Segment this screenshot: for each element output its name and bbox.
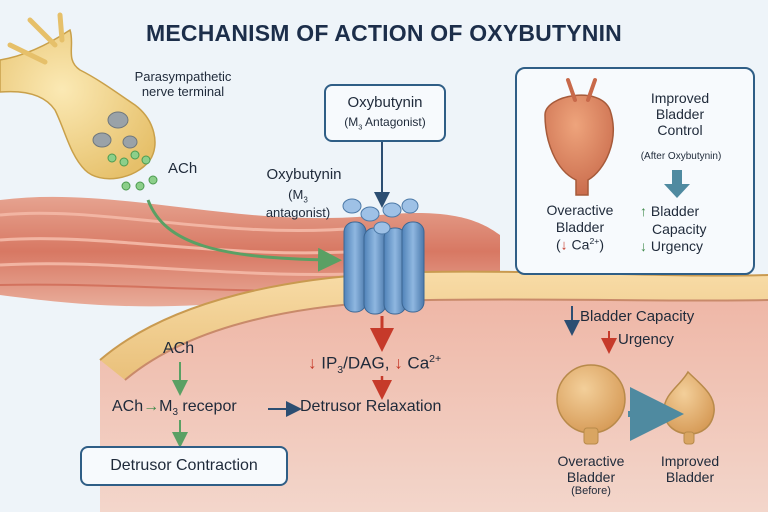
panel-urgency: Urgency: [650, 238, 704, 254]
detrusor-contraction-box: Detrusor Contraction: [80, 446, 288, 486]
down-arrow-icon: ↓: [640, 238, 647, 254]
nerve-terminal-label: Parasympathetic nerve terminal: [112, 69, 254, 100]
calcium-superscript: 2+: [429, 353, 442, 365]
oxybutynin-side-line2: (M3: [258, 187, 338, 205]
improved-line1: Improved: [650, 90, 710, 106]
oxybutynin-box-role: (M3 Antagonist): [326, 115, 444, 132]
role-subscript: 3: [358, 122, 363, 132]
down-arrow-icon: ↓: [394, 353, 403, 373]
capacity-line2: Capacity: [652, 220, 707, 237]
nerve-label-line1: Parasympathetic: [134, 69, 232, 84]
up-arrow-icon: ↑: [640, 203, 647, 219]
receptor-subscript: 3: [172, 407, 178, 419]
right-arrow-icon: →: [143, 398, 160, 415]
panel-calcium-superscript: 2+: [589, 235, 600, 246]
panel-paren-close: ): [599, 236, 605, 253]
role-suffix: Antagonist): [362, 115, 426, 129]
oxybutynin-box-name: Oxybutynin: [347, 94, 423, 111]
ach-row-label: ACh: [112, 398, 144, 415]
calcium-label: Ca: [407, 353, 430, 373]
role-prefix: (M: [344, 115, 359, 129]
after-oxybutynin-note: (After Oxybutynin): [640, 151, 722, 162]
page-title: MECHANISM OF ACTION OF OXYBUTYNIN: [146, 20, 622, 46]
receptor-suffix: recepor: [177, 398, 237, 415]
before-line2: Bladder: [566, 469, 616, 486]
side-prefix: (M: [288, 187, 304, 202]
panel-calcium: Ca: [571, 236, 590, 253]
side-subscript: 3: [303, 195, 308, 205]
down-arrow-icon: ↓: [308, 353, 317, 373]
before-note: (Before): [571, 485, 611, 498]
receptor-prefix: M: [159, 398, 173, 415]
detrusor-relaxation: Detrusor Relaxation: [300, 398, 442, 415]
improved-bladder-label: Improved Bladder: [642, 453, 738, 485]
nerve-label-line2: nerve terminal: [141, 83, 225, 99]
improved-control-label: Improved Bladder Control: [630, 90, 730, 138]
improved-bladder-line1: Improved: [660, 453, 720, 469]
overactive-line2: Bladder: [555, 218, 605, 235]
before-line1: Overactive: [557, 453, 625, 469]
panel-overactive-label: Overactive Bladder (↓ Ca2+): [528, 202, 632, 253]
before-bladder-label: Overactive Bladder (Before): [538, 453, 644, 498]
lower-urgency-label: Urgency: [618, 331, 674, 348]
panel-capacity: ↑ Bladder Capacity ↓ Urgency: [640, 203, 706, 256]
improved-line2: Bladder: [655, 106, 705, 123]
improved-bladder-line2: Bladder: [665, 469, 715, 486]
ip3-prefix: IP: [321, 353, 338, 373]
ip3-subscript: 3: [337, 364, 344, 377]
receptor-row: ACh→M3 recepor: [112, 398, 237, 419]
oxybutynin-side-line3: antagonist): [265, 205, 331, 220]
ip3-suffix: /DAG,: [343, 353, 390, 373]
down-arrow-icon: ↓: [560, 236, 568, 253]
capacity-line1: Bladder: [650, 203, 700, 219]
detrusor-contraction-label: Detrusor Contraction: [110, 457, 258, 474]
ach-pathway-top: ACh: [163, 340, 195, 357]
overactive-line1: Overactive: [546, 202, 614, 218]
improved-line3: Control: [657, 122, 703, 139]
oxybutynin-box: Oxybutynin (M3 Antagonist): [324, 84, 446, 142]
lower-capacity-label: Bladder Capacity: [580, 308, 695, 325]
signaling-result: ↓ IP3/DAG, ↓ Ca2+: [308, 353, 441, 376]
ach-release-label: ACh: [168, 160, 198, 177]
oxybutynin-side-name: Oxybutynin: [266, 166, 342, 183]
